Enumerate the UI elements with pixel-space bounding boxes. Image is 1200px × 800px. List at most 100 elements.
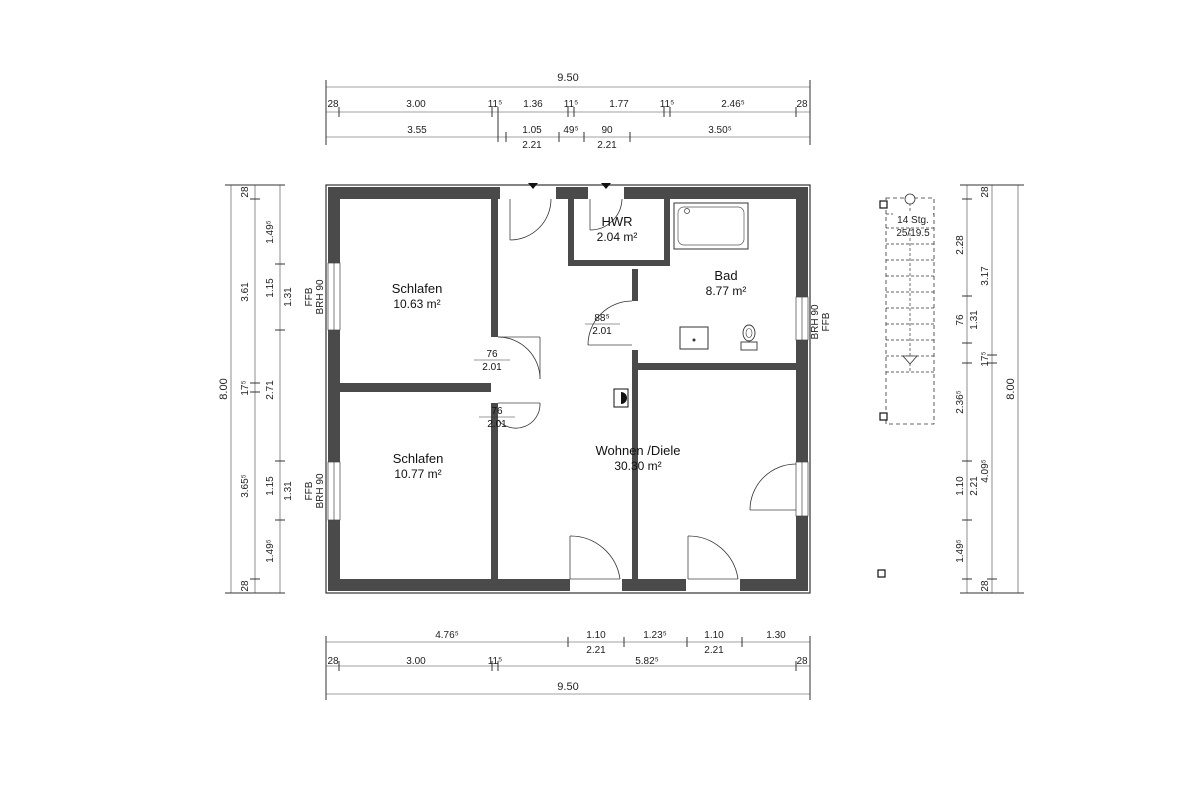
wall-right-3 xyxy=(796,516,808,591)
dim-right-i6: 1.49⁵ xyxy=(955,539,966,563)
window-label-brh-1: BRH 90 xyxy=(315,279,326,314)
dim-left-o2: 17⁵ xyxy=(240,380,251,395)
dim-right-i5: 2.21 xyxy=(969,476,980,496)
door-1-width: 76 xyxy=(486,349,498,360)
dim-bottom-r2-1: 3.00 xyxy=(406,656,426,667)
wall-top-2 xyxy=(556,187,588,199)
wall-bottom-2 xyxy=(622,579,686,591)
wall-bad-bottom xyxy=(632,363,796,370)
wall-left-3 xyxy=(328,520,340,591)
dim-left-s0: 1.49⁵ xyxy=(265,220,276,244)
wall-right-1 xyxy=(796,187,808,297)
room-labels: Schlafen 10.63 m² Schlafen 10.77 m² HWR … xyxy=(392,214,747,481)
room-name-schlafen-1: Schlafen xyxy=(392,281,443,296)
dim-top-r2-0: 3.55 xyxy=(407,125,427,136)
door-2-height: 2.01 xyxy=(487,419,507,430)
dim-left-o1: 3.61 xyxy=(240,282,251,302)
room-area-hwr: 2.04 m² xyxy=(597,230,638,244)
room-area-schlafen-1: 10.63 m² xyxy=(393,297,440,311)
stair-ratio: 25/19.5 xyxy=(896,228,930,239)
wall-top-1 xyxy=(328,187,500,199)
wall-bedrooms-horizontal xyxy=(340,383,491,392)
dim-bottom-r1-1: 1.10 xyxy=(586,630,606,641)
dim-top-r1-4: 11⁵ xyxy=(564,99,579,110)
wall-bad-left-upper xyxy=(632,269,638,301)
dim-top-r2-2: 49⁵ xyxy=(563,125,578,136)
dim-left-i0: 1.31 xyxy=(283,287,294,307)
windows xyxy=(327,262,809,521)
door-3-width: 88⁵ xyxy=(594,313,609,324)
dim-left-o4: 28 xyxy=(240,580,251,592)
dim-left-i1: 2.71 xyxy=(265,380,276,400)
dim-right-o2: 17⁵ xyxy=(980,351,991,366)
dim-top-r2-4: 3.50⁵ xyxy=(708,125,732,136)
dim-left-o3: 3.65⁵ xyxy=(240,474,251,498)
wall-right-2 xyxy=(796,340,808,462)
dim-bottom-r1-0: 4.76⁵ xyxy=(435,630,459,641)
right-dimensions: 28 3.17 17⁵ 4.09⁵ 28 8.00 2.28 76 1.31 2… xyxy=(810,184,1024,594)
dim-bottom-r1-sub-0: 2.21 xyxy=(586,645,606,656)
dim-right-o4: 28 xyxy=(980,580,991,592)
door-2-width: 76 xyxy=(491,406,503,417)
room-name-bad: Bad xyxy=(714,268,737,283)
dim-top-r1-7: 2.46⁵ xyxy=(721,99,745,110)
dim-right-i2: 1.31 xyxy=(969,310,980,330)
dim-bottom-r1-3: 1.10 xyxy=(704,630,724,641)
window-label-brh-2: BRH 90 xyxy=(315,473,326,508)
room-area-wohnen: 30.30 m² xyxy=(614,459,661,473)
window-label-brh-3: BRH 90 xyxy=(810,304,821,339)
window-label-ffb-3: FFB xyxy=(821,312,832,331)
room-area-schlafen-2: 10.77 m² xyxy=(394,467,441,481)
dim-left-s2: 1.15 xyxy=(265,476,276,496)
walls xyxy=(325,184,811,594)
doors xyxy=(497,183,797,580)
dim-top-r2-1: 1.05 xyxy=(522,125,542,136)
room-name-wohnen: Wohnen /Diele xyxy=(595,443,680,458)
dim-top-r2-3: 90 xyxy=(601,125,613,136)
wall-bedroom-divider-1 xyxy=(491,199,498,337)
dim-right-o3: 4.09⁵ xyxy=(980,459,991,483)
room-name-hwr: HWR xyxy=(601,214,632,229)
wall-top-3 xyxy=(624,187,808,199)
bathroom-fixtures xyxy=(673,202,758,351)
dim-bottom-overall: 9.50 xyxy=(557,681,578,693)
dim-top-r1-5: 1.77 xyxy=(609,99,629,110)
dim-top-r1-0: 28 xyxy=(327,99,339,110)
dim-top-r1-1: 3.00 xyxy=(406,99,426,110)
dim-right-i3: 2.36⁵ xyxy=(955,390,966,414)
wall-bottom-1 xyxy=(328,579,570,591)
door-3-height: 2.01 xyxy=(592,326,612,337)
dim-bottom-r2-0: 28 xyxy=(327,656,339,667)
top-dimensions: 9.50 28 3.00 11⁵ 1.36 11⁵ 1.77 11⁵ 2.46⁵… xyxy=(325,72,811,151)
dim-right-i1: 76 xyxy=(955,314,966,326)
dim-bottom-r2-4: 28 xyxy=(796,656,808,667)
dim-left-i2: 1.31 xyxy=(283,481,294,501)
dim-top-r1-2: 11⁵ xyxy=(488,99,503,110)
door-labels: 76 2.01 76 2.01 88⁵ 2.01 xyxy=(474,313,620,430)
wall-bottom-3 xyxy=(740,579,808,591)
left-dimensions: 8.00 28 3.61 17⁵ 3.65⁵ 28 1.49⁵ 1.15 1.1… xyxy=(218,184,326,594)
sink-icon xyxy=(679,326,709,350)
dim-right-overall: 8.00 xyxy=(1005,378,1017,399)
bottom-dimensions: 4.76⁵ 1.10 1.23⁵ 1.10 1.30 2.21 2.21 28 … xyxy=(325,630,811,700)
wall-hwr-right xyxy=(664,199,670,266)
room-name-schlafen-2: Schlafen xyxy=(393,451,444,466)
room-area-bad: 8.77 m² xyxy=(706,284,747,298)
dim-bottom-r2-3: 5.82⁵ xyxy=(635,656,659,667)
window-label-ffb-2: FFB xyxy=(304,481,315,500)
toilet-icon xyxy=(740,341,758,351)
dim-top-r1-8: 28 xyxy=(796,99,808,110)
dim-right-i4: 1.10 xyxy=(955,476,966,496)
stair-count: 14 Stg. xyxy=(897,215,929,226)
wall-hwr-left xyxy=(568,199,574,266)
dim-top-overall: 9.50 xyxy=(557,72,578,84)
dim-top-r2-sub-0: 2.21 xyxy=(522,140,542,151)
dim-bottom-r1-2: 1.23⁵ xyxy=(643,630,667,641)
stair-section: 14 Stg. 25/19.5 xyxy=(877,193,935,578)
wall-bedroom-divider-2 xyxy=(491,403,498,579)
wall-left-1 xyxy=(328,187,340,263)
window-label-ffb-1: FFB xyxy=(304,287,315,306)
dim-bottom-r1-4: 1.30 xyxy=(766,630,786,641)
dim-left-overall: 8.00 xyxy=(218,378,230,399)
